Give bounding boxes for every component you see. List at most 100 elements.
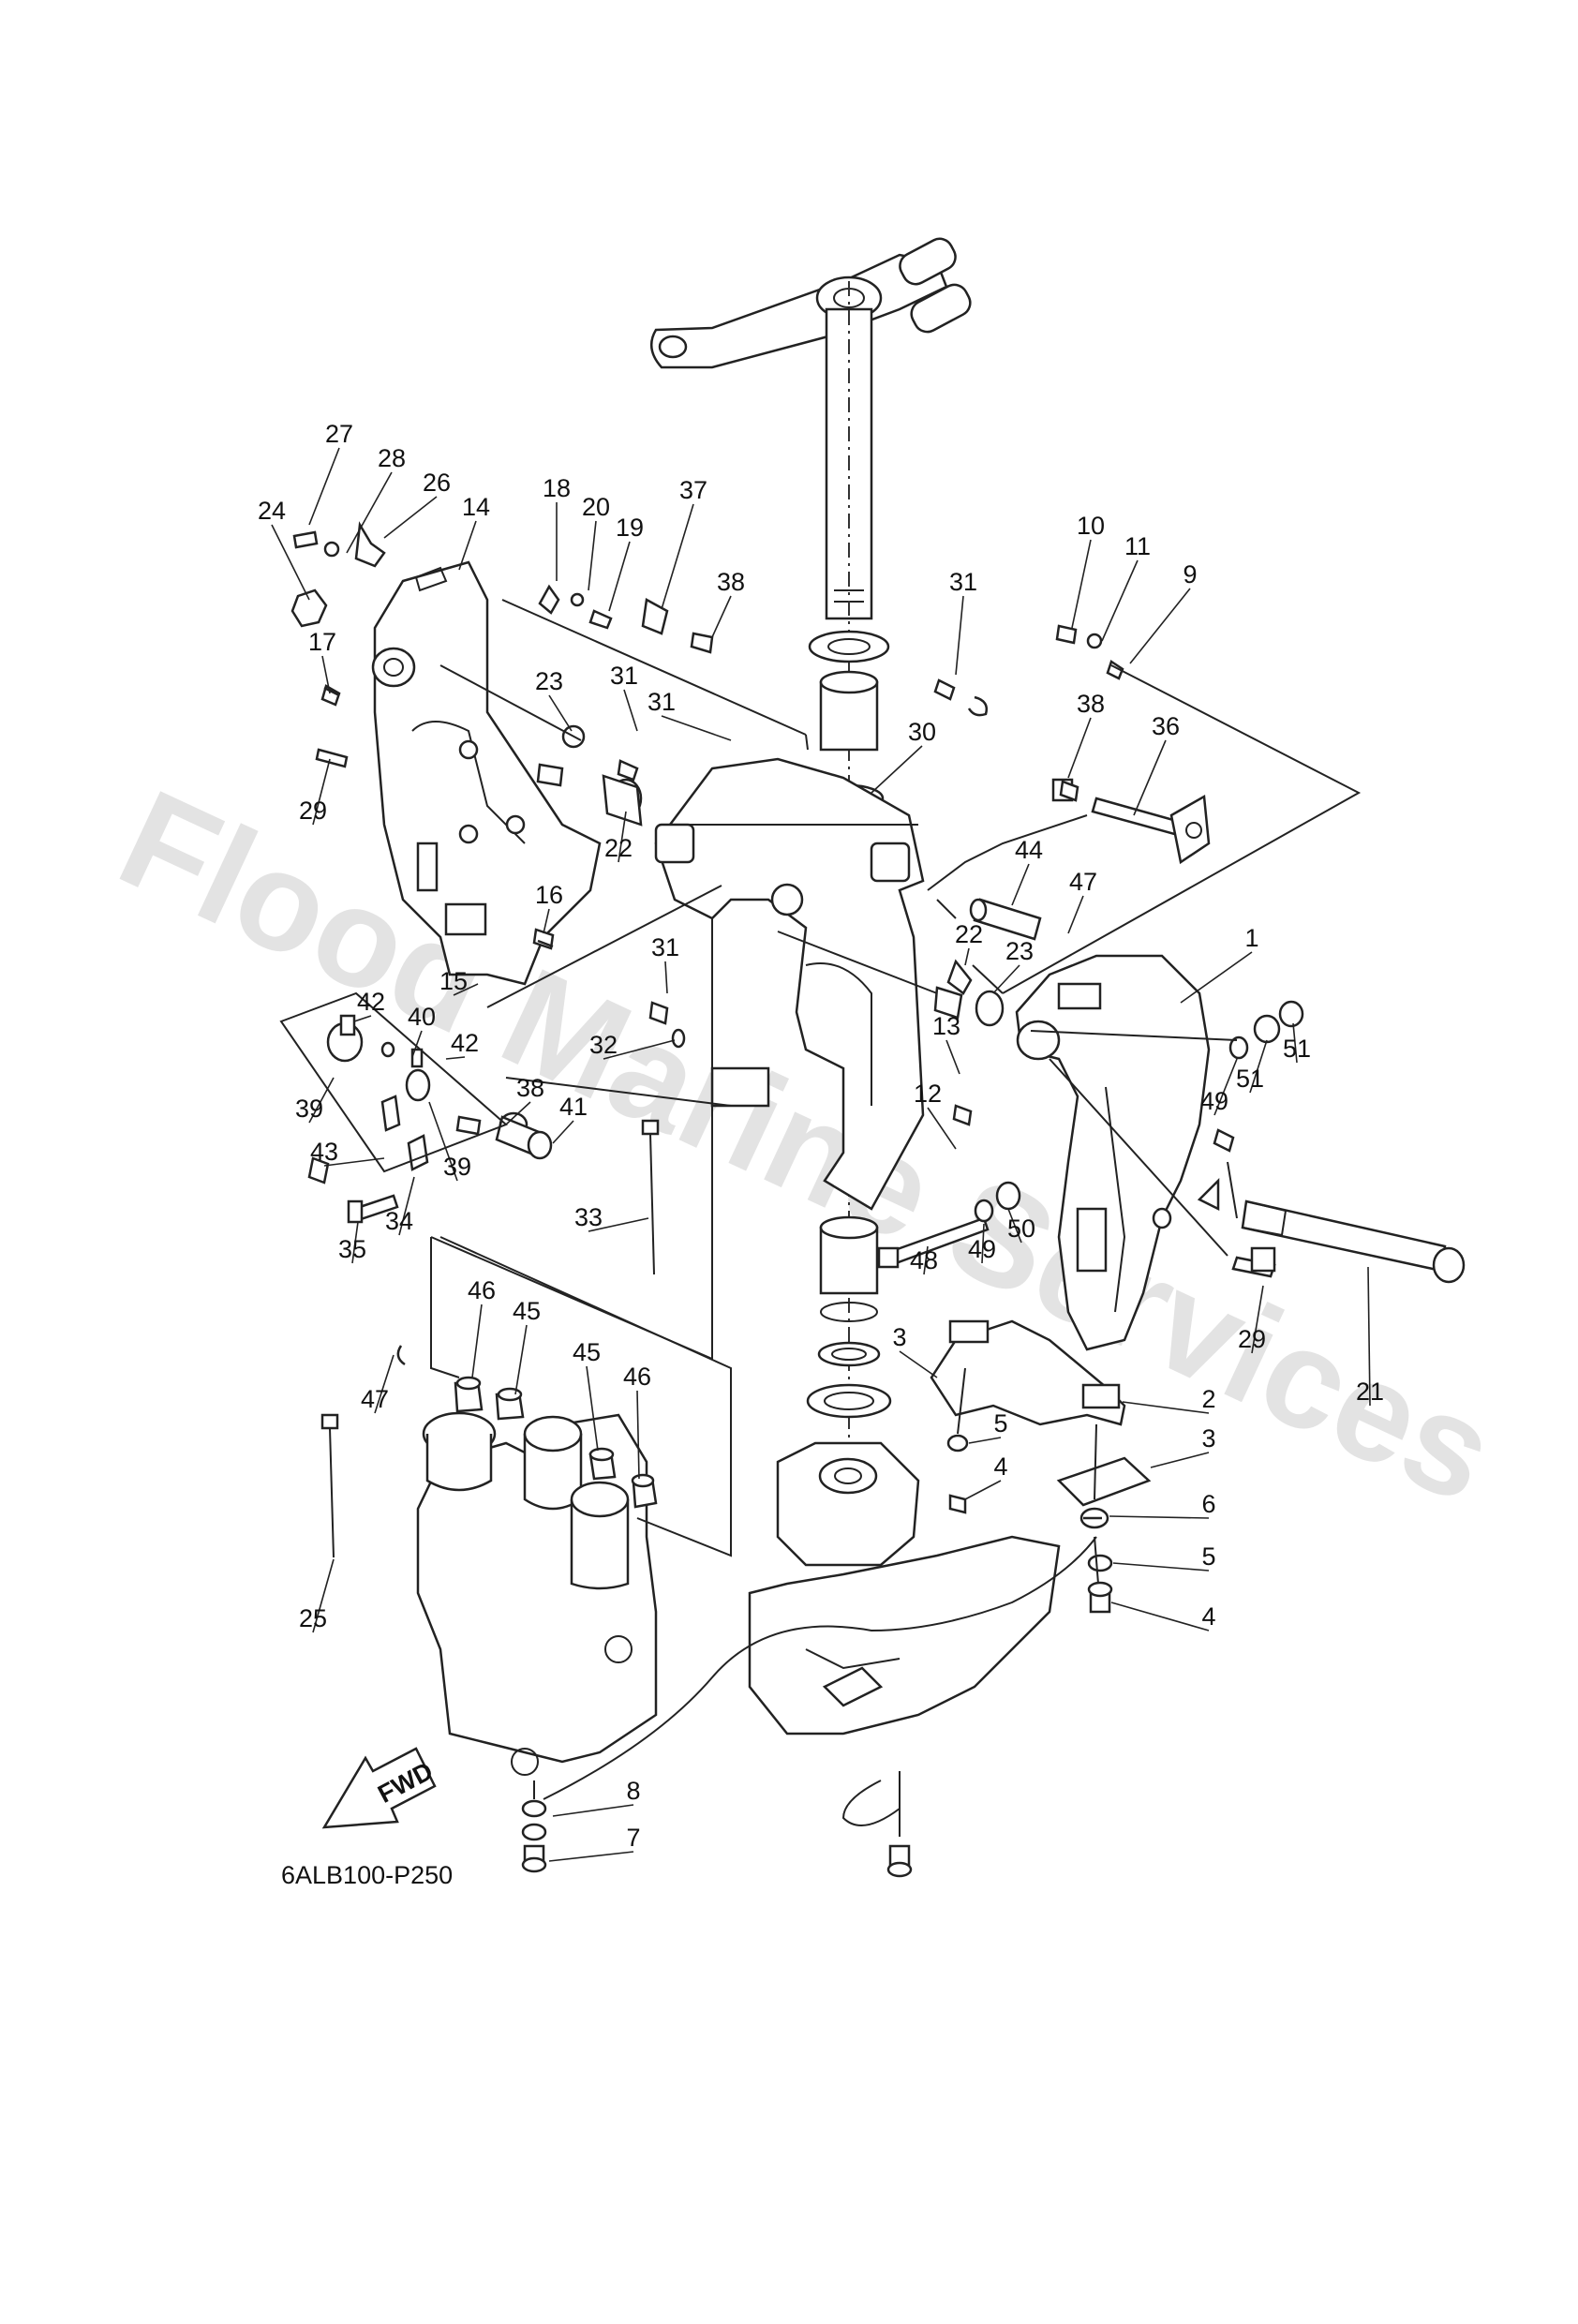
fwd-arrow: FWD (321, 1747, 438, 1829)
cable-tie-25 (320, 1413, 339, 1558)
callout-4: 4 (993, 1452, 1007, 1481)
callout-23: 23 (535, 667, 563, 695)
callout-leader-49 (1213, 1058, 1238, 1116)
callout-17: 17 (308, 628, 336, 656)
callout-31: 31 (949, 568, 977, 596)
callout-8: 8 (626, 1777, 640, 1805)
callout-10: 10 (1077, 512, 1105, 540)
callout-5: 5 (1201, 1542, 1215, 1571)
callout-32: 32 (589, 1031, 618, 1059)
callout-29: 29 (1238, 1325, 1266, 1353)
callout-15: 15 (439, 967, 468, 995)
callout-leader-23 (992, 964, 1020, 994)
fasteners (290, 521, 1276, 1878)
callout-leader-9 (1129, 588, 1191, 664)
callout-leader-10 (1071, 539, 1092, 629)
callout-leader-40 (411, 1030, 423, 1058)
callout-leader-38 (711, 595, 732, 638)
callout-leader-25 (312, 1558, 335, 1633)
callout-leader-45 (586, 1365, 599, 1452)
washers-49-50 (974, 1000, 1304, 1223)
callout-leader-41 (552, 1120, 574, 1144)
callout-leader-42 (353, 1015, 372, 1022)
callout-leader-4 (1110, 1601, 1210, 1631)
steering-shaft (825, 281, 873, 1499)
callout-45: 45 (513, 1297, 541, 1325)
ground-wire-lower (841, 1780, 901, 1826)
callout-4: 4 (1201, 1602, 1215, 1631)
callout-26: 26 (423, 469, 451, 497)
callout-51: 51 (1236, 1065, 1264, 1093)
callout-leader-31 (623, 689, 638, 732)
callout-leader-12 (927, 1107, 957, 1150)
callout-leader-47 (1067, 895, 1084, 934)
callout-leader-33 (588, 1217, 649, 1232)
callout-leader-17 (321, 655, 331, 694)
callout-18: 18 (543, 474, 571, 502)
swivel-bracket (654, 757, 925, 1211)
callout-leader-29 (1251, 1285, 1264, 1354)
power-trim-tilt-unit (416, 1411, 658, 1776)
callout-leader-37 (661, 503, 694, 610)
callout-leader-3 (899, 1350, 938, 1378)
callout-leader-31 (661, 715, 732, 741)
callout-leader-6 (1109, 1515, 1210, 1519)
callout-37: 37 (679, 476, 707, 504)
callout-39: 39 (443, 1153, 471, 1181)
callout-leader-29 (312, 758, 331, 826)
ground-wire (543, 1536, 1097, 1800)
callout-leader-38 (1067, 717, 1092, 779)
callout-leader-32 (603, 1039, 676, 1060)
callout-leader-4 (964, 1480, 1002, 1500)
callout-leader-14 (458, 520, 477, 571)
callout-28: 28 (378, 444, 406, 472)
callout-36: 36 (1152, 712, 1180, 740)
callout-leader-20 (588, 520, 597, 591)
tilt-tube (1241, 1199, 1466, 1284)
callout-leader-38 (505, 1101, 531, 1125)
callout-leader-24 (271, 524, 310, 601)
callout-leader-22 (964, 947, 970, 966)
callout-50: 50 (1007, 1214, 1035, 1243)
callout-45: 45 (573, 1338, 601, 1366)
callout-49: 49 (1200, 1087, 1228, 1115)
callout-5: 5 (993, 1409, 1007, 1438)
callout-leader-31 (955, 595, 964, 676)
callout-25: 25 (299, 1604, 327, 1632)
callout-2: 2 (1201, 1385, 1215, 1413)
callout-leader-28 (346, 471, 393, 554)
callout-12: 12 (914, 1080, 942, 1108)
callout-38: 38 (516, 1074, 544, 1102)
callout-leader-27 (308, 447, 340, 526)
callout-46: 46 (623, 1363, 651, 1391)
callout-51: 51 (1283, 1035, 1311, 1063)
callout-40: 40 (408, 1003, 436, 1031)
callout-11: 11 (1124, 532, 1151, 560)
callout-leader-48 (923, 1245, 929, 1275)
callout-leader-46 (471, 1304, 483, 1378)
callout-leader-36 (1133, 739, 1167, 816)
lower-mount (776, 1441, 920, 1567)
callout-31: 31 (648, 688, 676, 716)
rubber-pad-3 (1056, 1456, 1152, 1507)
callout-leader-39 (308, 1077, 335, 1124)
callout-leader-26 (383, 496, 438, 539)
callout-19: 19 (616, 514, 644, 542)
callout-38: 38 (717, 568, 745, 596)
right-clamp-bracket (1015, 954, 1220, 1351)
callout-leader-46 (636, 1390, 640, 1480)
callout-leader-3 (1150, 1452, 1210, 1468)
callout-35: 35 (338, 1235, 366, 1263)
callout-33: 33 (574, 1203, 603, 1231)
callout-27: 27 (325, 420, 353, 448)
figure-code: 6ALB100-P250 (281, 1861, 453, 1889)
bracket-2 (930, 1319, 1126, 1426)
callout-3: 3 (892, 1323, 906, 1351)
callout-leader-13 (945, 1039, 960, 1075)
callout-6: 6 (1201, 1490, 1215, 1518)
callout-leader-7 (548, 1851, 634, 1862)
steering-arm (649, 237, 972, 369)
callout-9: 9 (1183, 560, 1197, 588)
callout-24: 24 (258, 497, 286, 525)
